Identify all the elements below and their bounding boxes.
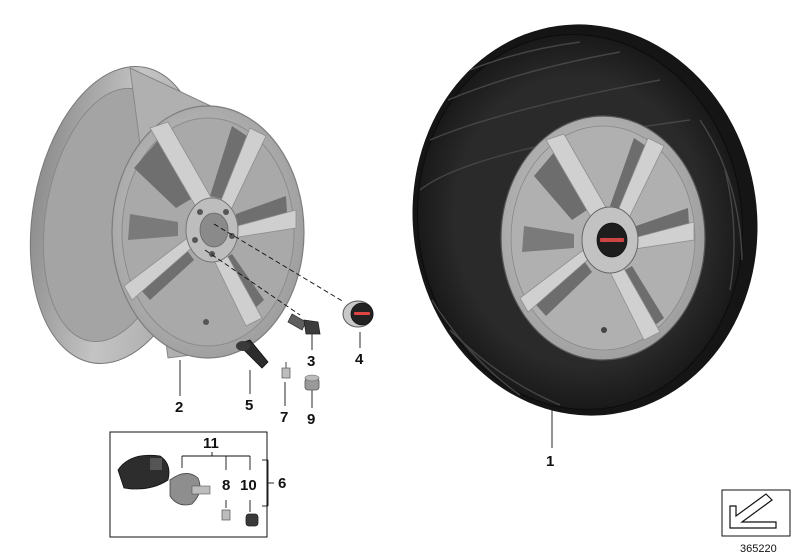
insert-part-8	[221, 509, 231, 521]
label-part-4: 4	[355, 351, 364, 368]
diagram-number: 365220	[740, 543, 777, 555]
tpms-valve	[169, 473, 211, 506]
tpms-sensor	[117, 454, 170, 490]
valve-part-5	[236, 339, 269, 369]
cap-part-10	[245, 513, 259, 527]
label-part-9: 9	[307, 411, 315, 428]
rim-part-2	[29, 66, 305, 364]
arrow-icon	[729, 493, 777, 529]
label-part-8: 8	[222, 477, 230, 494]
label-part-2: 2	[175, 399, 183, 416]
reference-arrow-symbol	[721, 489, 791, 537]
part-labels: 1 2 3 4 5 6 7 8 9 10 11	[175, 351, 554, 494]
wheel-with-tire-part-1	[412, 24, 758, 416]
label-part-3: 3	[307, 353, 315, 370]
hub-cap-part-4	[342, 300, 374, 328]
valve-insert-part-7	[281, 362, 291, 379]
label-part-11: 11	[203, 435, 219, 452]
wheel-bolt-part-3	[287, 313, 321, 335]
label-part-1: 1	[546, 453, 554, 470]
label-part-7: 7	[280, 409, 288, 426]
tpms-kit-box	[109, 431, 274, 538]
leader-lines	[179, 223, 553, 448]
valve-cap-part-9	[304, 374, 320, 391]
label-part-5: 5	[245, 397, 253, 414]
kit-frame	[109, 431, 268, 538]
label-part-6: 6	[278, 475, 286, 492]
label-part-10: 10	[240, 477, 257, 494]
